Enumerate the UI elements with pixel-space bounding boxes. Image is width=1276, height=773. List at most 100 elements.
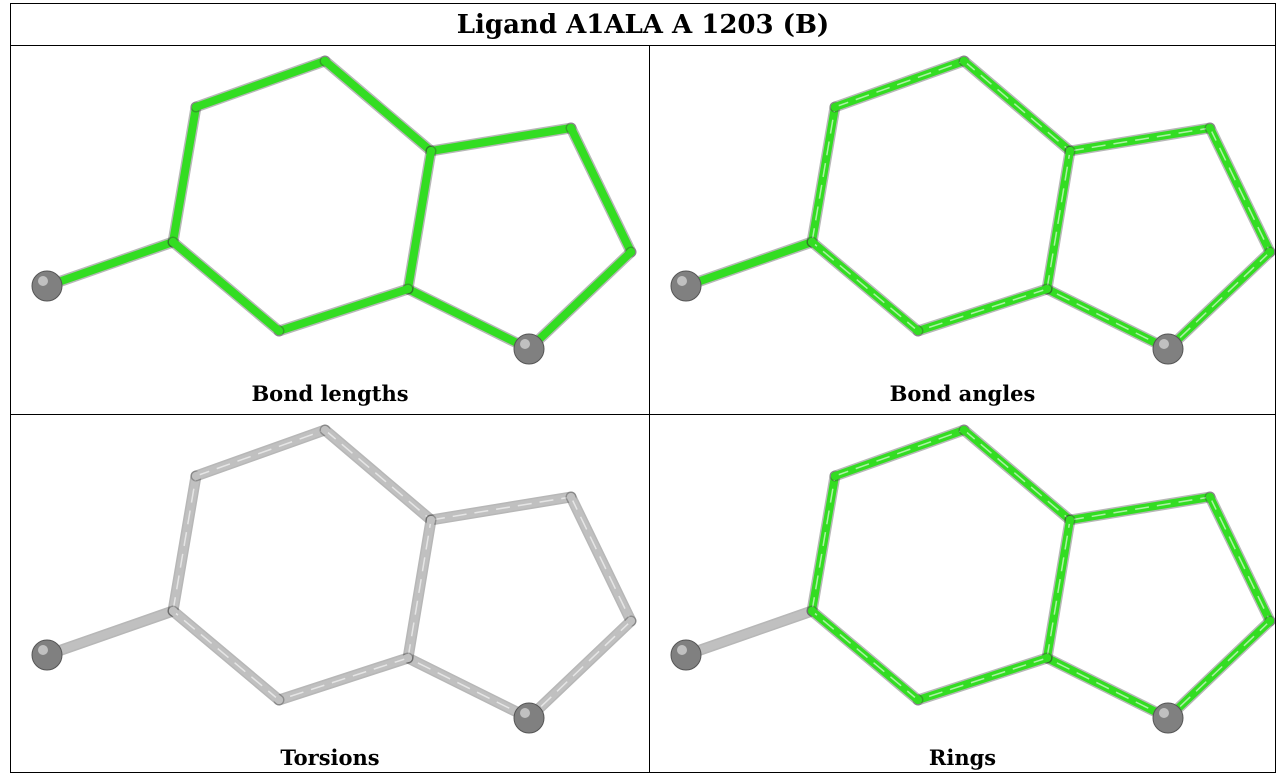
- ring-atom: [169, 607, 177, 615]
- ring-bond-dash: [811, 241, 919, 332]
- atom-sphere: [670, 270, 702, 302]
- ring-atom: [1066, 147, 1074, 155]
- molecule-view: [31, 55, 637, 365]
- panel-rings: Rings: [650, 415, 1275, 772]
- ring-bond-dash: [1046, 288, 1169, 350]
- ring-bond-dash: [1167, 251, 1271, 350]
- ring-atom: [831, 103, 839, 111]
- panel-caption: Torsions: [280, 745, 380, 770]
- panel-caption: Bond angles: [889, 381, 1036, 406]
- panel-caption: Rings: [928, 745, 997, 770]
- ring-bond-dash: [811, 610, 919, 701]
- ring-bond-dash: [963, 429, 1071, 521]
- ring-bond: [427, 124, 575, 155]
- ring-atom: [321, 426, 329, 434]
- atom-sphere: [31, 639, 63, 671]
- ring-atom: [627, 248, 635, 256]
- ring-bond-dash: [811, 475, 836, 612]
- atom-sphere-highlight: [677, 645, 687, 655]
- substituent-bond: [682, 238, 816, 290]
- atom-sphere-highlight: [520, 339, 530, 349]
- atom-sphere-highlight: [677, 276, 687, 286]
- ring-bond-dash: [1046, 150, 1071, 290]
- panel-bond-lengths: Bond lengths: [11, 46, 650, 415]
- ring-atom: [1043, 285, 1051, 293]
- ring-atom: [808, 238, 816, 246]
- ring-atom: [169, 238, 177, 246]
- ring-bond-dash: [1046, 657, 1169, 719]
- atom-sphere: [513, 333, 545, 365]
- ring-bond: [404, 285, 533, 353]
- ring-bond: [567, 124, 635, 256]
- ring-bond: [404, 147, 435, 293]
- atom-sphere-highlight: [1159, 708, 1169, 718]
- substituent-bond: [43, 607, 177, 659]
- ring-atom: [567, 493, 575, 501]
- atom-sphere: [1152, 333, 1184, 365]
- ring-atom: [960, 426, 968, 434]
- ring-bond-dash: [834, 60, 965, 108]
- ring-bond-dash: [1069, 127, 1211, 152]
- ring-atom: [627, 617, 635, 625]
- ring-bond-dash: [1167, 620, 1271, 719]
- ring-atom: [1266, 617, 1274, 625]
- ring-atom: [1206, 493, 1214, 501]
- ring-atom: [914, 327, 922, 335]
- ring-bond-dash: [834, 429, 965, 477]
- substituent-bond: [682, 607, 816, 659]
- panel-torsions: Torsions: [11, 415, 650, 772]
- ring-atom: [192, 103, 200, 111]
- ring-bond: [169, 238, 283, 335]
- ring-bond-dash: [570, 496, 632, 622]
- ring-atom: [808, 607, 816, 615]
- ring-atom: [1266, 248, 1274, 256]
- ring-bond-dash: [917, 657, 1048, 701]
- atom-sphere-highlight: [38, 276, 48, 286]
- ring-atom: [404, 654, 412, 662]
- ring-bond-dash: [811, 106, 836, 243]
- ring-bond-dash: [1046, 519, 1071, 659]
- ring-bond-dash: [407, 657, 530, 719]
- ring-bond: [192, 57, 329, 111]
- molecule-view: [670, 55, 1275, 365]
- ring-bond-dash: [963, 60, 1071, 152]
- ring-bond: [321, 57, 435, 155]
- ring-atom: [404, 285, 412, 293]
- ligand-validation-grid: Ligand A1ALA A 1203 (B) Bond lengths Bon…: [10, 3, 1276, 773]
- ring-atom: [831, 472, 839, 480]
- atom-sphere: [1152, 702, 1184, 734]
- ring-atom: [960, 57, 968, 65]
- ring-atom: [1206, 124, 1214, 132]
- ring-bond-dash: [528, 620, 632, 719]
- ring-atom: [567, 124, 575, 132]
- ring-atom: [1066, 516, 1074, 524]
- atom-sphere-highlight: [1159, 339, 1169, 349]
- ring-atom: [427, 147, 435, 155]
- ring-bond-dash: [172, 475, 197, 612]
- ring-bond-dash: [278, 657, 409, 701]
- ring-atom: [1043, 654, 1051, 662]
- ligand-title: Ligand A1ALA A 1203 (B): [11, 4, 1275, 46]
- ring-atom: [427, 516, 435, 524]
- ring-bond: [525, 248, 635, 353]
- ring-bond: [275, 285, 412, 335]
- ring-atom: [914, 696, 922, 704]
- panel-caption: Bond lengths: [251, 381, 409, 406]
- panel-bond-angles: Bond angles: [650, 46, 1275, 415]
- atom-sphere: [31, 270, 63, 302]
- molecule-view: [670, 424, 1275, 734]
- ring-atom: [275, 327, 283, 335]
- ring-bond-dash: [172, 610, 280, 701]
- ring-bond-dash: [407, 519, 432, 659]
- ring-atom: [192, 472, 200, 480]
- ring-bond-dash: [430, 496, 572, 521]
- atom-sphere: [670, 639, 702, 671]
- atom-sphere-highlight: [38, 645, 48, 655]
- substituent-bond: [43, 238, 177, 290]
- ring-atom: [275, 696, 283, 704]
- molecule-view: [31, 424, 637, 734]
- atom-sphere-highlight: [520, 708, 530, 718]
- atom-sphere: [513, 702, 545, 734]
- ring-atom: [321, 57, 329, 65]
- ring-bond-dash: [1209, 127, 1271, 253]
